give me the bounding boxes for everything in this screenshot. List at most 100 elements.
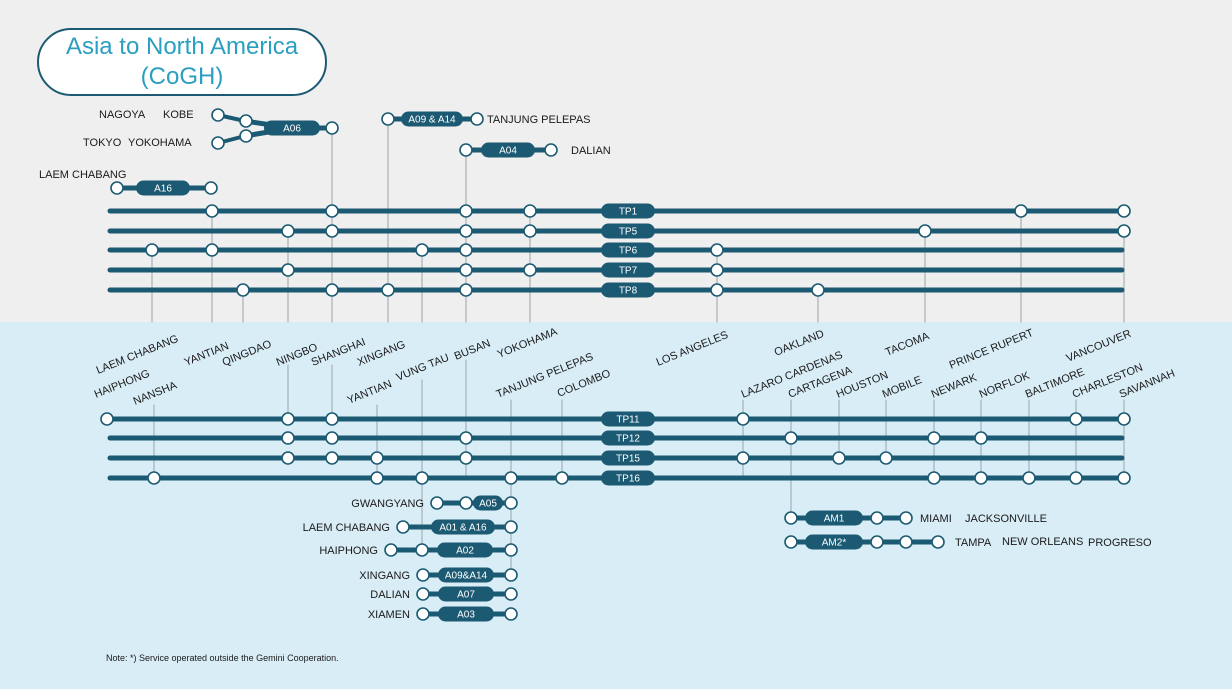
route-badge[interactable] (601, 411, 655, 427)
port-stop (870, 511, 884, 525)
title-line-1: Asia to North America (65, 33, 299, 60)
route-badge[interactable] (438, 586, 494, 602)
port-label: DALIAN (370, 589, 410, 601)
route-badge[interactable] (473, 495, 503, 511)
port-stop (281, 224, 295, 238)
port-stop (459, 451, 473, 465)
port-stop (381, 112, 395, 126)
page-title: Asia to North America (CoGH) (37, 28, 327, 96)
port-stop (1069, 412, 1083, 426)
port-stop (899, 511, 913, 525)
route-badge[interactable] (601, 282, 655, 298)
port-stop (784, 535, 798, 549)
footnote: Note: *) Service operated outside the Ge… (106, 653, 339, 663)
port-stop (459, 224, 473, 238)
port-stop (205, 204, 219, 218)
port-label: DALIAN (571, 145, 611, 157)
port-stop (415, 471, 429, 485)
route-badge[interactable] (431, 519, 495, 535)
port-label: TAMPA (955, 537, 992, 549)
port-stop (523, 204, 537, 218)
port-stop (555, 471, 569, 485)
route-label: AM1 (824, 514, 845, 525)
port-stop (325, 451, 339, 465)
port-stop (784, 431, 798, 445)
port-stop (899, 535, 913, 549)
route-badge[interactable] (601, 450, 655, 466)
route-badge[interactable] (481, 142, 535, 158)
port-stop (281, 412, 295, 426)
lower-background (0, 322, 1232, 689)
route-label: A07 (457, 590, 475, 601)
port-stop (325, 224, 339, 238)
route-badge[interactable] (601, 223, 655, 239)
port-stop (1117, 204, 1131, 218)
port-label: JACKSONVILLE (965, 513, 1047, 525)
route-badge[interactable] (601, 470, 655, 486)
route-badge[interactable] (437, 542, 493, 558)
title-line-2: (CoGH) (140, 63, 224, 90)
port-stop (504, 607, 518, 621)
port-stop (205, 243, 219, 257)
port-stop (416, 587, 430, 601)
port-stop (504, 568, 518, 582)
port-stop (416, 607, 430, 621)
port-label: XINGANG (359, 570, 410, 582)
port-label: YOKOHAMA (128, 137, 192, 149)
route-label: A09&A14 (445, 571, 488, 582)
port-stop (504, 471, 518, 485)
route-label: A09 & A14 (408, 115, 456, 126)
route-label: A01 & A16 (439, 523, 487, 534)
route-label: AM2* (822, 538, 847, 549)
route-label: A04 (499, 146, 517, 157)
route-label: A16 (154, 184, 172, 195)
port-stop (145, 243, 159, 257)
port-label: MIAMI (920, 513, 952, 525)
port-stop (459, 431, 473, 445)
route-badge[interactable] (805, 534, 863, 550)
port-stop (1117, 224, 1131, 238)
port-label: BUSAN (453, 337, 493, 362)
port-label: TANJUNG PELEPAS (495, 351, 595, 401)
port-stop (710, 263, 724, 277)
route-badge[interactable] (601, 430, 655, 446)
port-label: LOS ANGELES (655, 329, 730, 369)
route-badge[interactable] (438, 567, 494, 583)
route-badge[interactable] (601, 242, 655, 258)
port-stop (239, 129, 253, 143)
route-badge[interactable] (805, 510, 863, 526)
port-stop (281, 431, 295, 445)
port-stop (325, 283, 339, 297)
port-stop (1022, 471, 1036, 485)
port-stop (974, 471, 988, 485)
port-stop (1117, 412, 1131, 426)
port-stop (211, 108, 225, 122)
port-stop (325, 121, 339, 135)
port-stop (470, 112, 484, 126)
route-label: TP5 (619, 227, 638, 238)
route-badge[interactable] (438, 606, 494, 622)
port-stop (879, 451, 893, 465)
route-badge[interactable] (264, 120, 320, 136)
port-stop (236, 283, 250, 297)
port-stop (927, 431, 941, 445)
port-stop (370, 451, 384, 465)
port-label: GWANGYANG (351, 498, 424, 510)
route-label: TP8 (619, 286, 638, 297)
port-label: TANJUNG PELEPAS (487, 114, 591, 126)
port-stop (1117, 471, 1131, 485)
port-stop (931, 535, 945, 549)
route-label: TP15 (616, 454, 640, 465)
port-label: PROGRESO (1088, 537, 1152, 549)
route-badge[interactable] (401, 111, 463, 127)
port-stop (459, 283, 473, 297)
port-stop (384, 543, 398, 557)
port-label: XIAMEN (368, 609, 410, 621)
port-label: TOKYO (83, 137, 122, 149)
port-label: NORFLOK (978, 369, 1032, 400)
route-badge[interactable] (136, 180, 190, 196)
route-badge[interactable] (601, 203, 655, 219)
route-badge[interactable] (601, 262, 655, 278)
port-stop (147, 471, 161, 485)
port-stop (504, 587, 518, 601)
